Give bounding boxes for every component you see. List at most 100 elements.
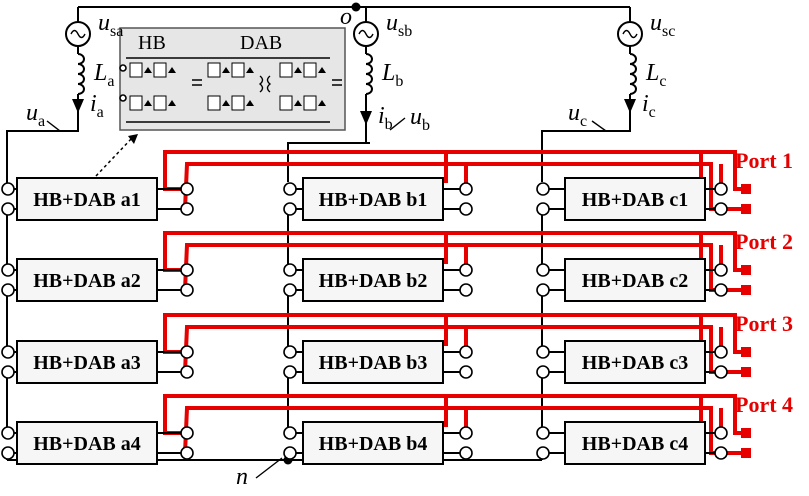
pointer-arrow-icon [128, 134, 138, 144]
inset-dab-label: DAB [240, 32, 282, 54]
voltage-label-c-sub: sc [662, 23, 675, 40]
node-callout-a [46, 120, 61, 132]
module-label: HB+DAB b2 [319, 270, 428, 292]
hb-dab-module: HB+DAB b1 [283, 177, 473, 221]
dc-terminal [459, 202, 473, 216]
ac-terminal [1, 446, 15, 460]
phase-chain-2 [541, 188, 565, 460]
dc-terminal [180, 426, 194, 440]
current-label-b: ib [378, 103, 393, 133]
module-label: HB+DAB c3 [582, 352, 688, 374]
voltage-label-a-main: u [98, 10, 110, 36]
switch-body [279, 95, 293, 111]
ac-terminal [1, 426, 15, 440]
switch-icon [303, 95, 326, 111]
ac-terminal [1, 202, 15, 216]
dc-terminal [180, 182, 194, 196]
switch-icon [231, 62, 254, 78]
diode-icon [318, 67, 326, 73]
ac-terminal [536, 365, 550, 379]
module-box [16, 177, 158, 221]
inductor-label-b-main: L [381, 60, 395, 86]
port-bus-1: Port 1 [163, 148, 793, 214]
switch-body [231, 62, 245, 78]
current-label-c-sub: c [649, 104, 656, 121]
dc-terminal [714, 202, 728, 216]
dc-terminal [180, 263, 194, 277]
switch-icon [303, 62, 326, 78]
ac-sources [6, 7, 643, 188]
dc-terminal [714, 446, 728, 460]
diode-icon [246, 67, 254, 73]
diode-icon [144, 67, 152, 73]
switch-body [279, 62, 293, 78]
ac-terminal [283, 426, 297, 440]
dc-terminal [180, 283, 194, 297]
dc-terminal [459, 263, 473, 277]
dc-terminal [459, 426, 473, 440]
current-label-c: ic [642, 91, 656, 121]
inductor-label-c-sub: c [659, 73, 666, 90]
dc-terminal [714, 345, 728, 359]
dc-terminal [714, 182, 728, 196]
phase-c-route [541, 123, 631, 182]
switch-body [207, 62, 221, 78]
module-box [302, 258, 444, 302]
switch-icon [207, 95, 230, 111]
voltage-label-c-main: u [650, 10, 662, 36]
inductor-label-b-sub: b [395, 73, 403, 90]
switch-body [231, 95, 245, 111]
diode-icon [222, 100, 230, 106]
module-label: HB+DAB b4 [319, 433, 428, 455]
phase-c-source [541, 7, 643, 182]
inductor-label-b: Lb [381, 60, 403, 90]
module-label: HB+DAB a1 [33, 189, 141, 211]
voltage-label-c: usc [650, 10, 675, 40]
ac-terminal [283, 263, 297, 277]
ac-terminal [536, 283, 550, 297]
current-label-b-sub: b [385, 116, 393, 133]
hb-dab-module: HB+DAB c2 [536, 258, 728, 302]
node-callout-c [591, 120, 607, 132]
switch-icon [153, 62, 176, 78]
phase-b-source [287, 7, 379, 182]
phase-a-source [6, 7, 91, 188]
ac-terminal [1, 283, 15, 297]
inset-hb-label: HB [138, 32, 166, 54]
sine-icon [358, 29, 374, 39]
hb-dab-module: HB+DAB c4 [536, 421, 728, 465]
switch-icon [207, 62, 230, 78]
node-label-c-main: u [568, 100, 580, 126]
ac-terminal [1, 182, 15, 196]
dc-terminal [714, 365, 728, 379]
module-box [302, 421, 444, 465]
ac-terminal [536, 345, 550, 359]
inductor-icon [77, 53, 85, 95]
transformer-icon [258, 75, 272, 93]
ac-terminal [1, 345, 15, 359]
neutral-callout-n [255, 457, 283, 479]
sine-icon [622, 29, 638, 39]
sine-icon [70, 29, 86, 39]
current-label-a: ia [90, 91, 104, 121]
port-terminal [741, 285, 751, 295]
inset-terminal [119, 94, 127, 102]
module-box [16, 340, 158, 384]
hb-dab-module: HB+DAB b4 [283, 421, 473, 465]
port-terminal [741, 204, 751, 214]
node-label-c-sub: c [580, 113, 587, 130]
hb-dab-module: HB+DAB b2 [283, 258, 473, 302]
ac-terminal [1, 365, 15, 379]
neutral-node-o [351, 2, 361, 12]
node-label-a: ua [26, 100, 45, 130]
voltage-label-a-sub: sa [110, 23, 123, 40]
node-label-b-sub: b [422, 117, 430, 134]
current-arrow-icon [360, 111, 372, 125]
diode-icon [168, 67, 176, 73]
switch-body [207, 95, 221, 111]
switch-icon [129, 62, 152, 78]
hb-dab-module: HB+DAB a1 [1, 177, 194, 221]
